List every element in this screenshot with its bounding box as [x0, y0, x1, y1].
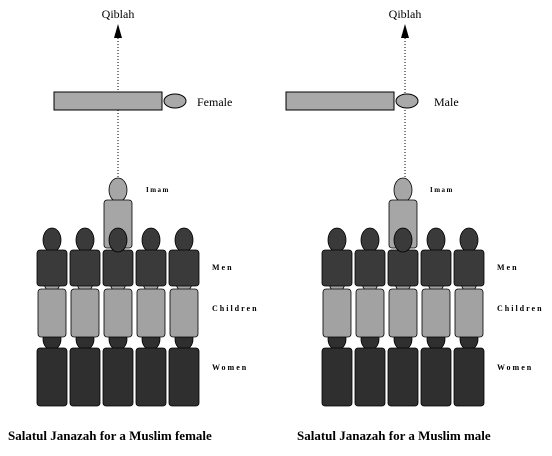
man-head — [75, 227, 95, 253]
child-body — [103, 288, 133, 338]
child-body — [136, 288, 166, 338]
man-body — [36, 249, 68, 287]
child-body — [169, 288, 199, 338]
imam-head — [108, 177, 128, 203]
child-body — [421, 288, 451, 338]
imam-label: Imam — [430, 186, 454, 194]
woman-body — [321, 347, 353, 407]
body-bier — [285, 91, 395, 111]
woman-body — [168, 347, 200, 407]
women-row-label: Women — [212, 363, 248, 372]
man-body — [387, 249, 419, 287]
child-body — [388, 288, 418, 338]
woman-body — [69, 347, 101, 407]
men-row-label: Men — [497, 263, 519, 272]
man-head — [42, 227, 62, 253]
body-bier — [53, 91, 163, 111]
woman-body — [102, 347, 134, 407]
man-body — [321, 249, 353, 287]
children-row-label: Children — [497, 304, 544, 313]
imam-head — [393, 177, 413, 203]
gender-label: Male — [434, 95, 459, 109]
worshipper-figures — [321, 177, 485, 407]
man-head — [174, 227, 194, 253]
man-body — [102, 249, 134, 287]
gender-label: Female — [197, 95, 232, 109]
child-body — [37, 288, 67, 338]
man-head — [393, 227, 413, 253]
woman-body — [387, 347, 419, 407]
man-body — [168, 249, 200, 287]
imam-label: Imam — [146, 186, 170, 194]
panel-male: Qiblah Male Imam Men Children Women — [285, 7, 544, 407]
worshipper-figures — [36, 177, 200, 407]
man-head — [360, 227, 380, 253]
woman-body — [420, 347, 452, 407]
man-body — [135, 249, 167, 287]
man-body — [69, 249, 101, 287]
child-body — [355, 288, 385, 338]
body-head — [163, 93, 187, 109]
qiblah-arrow-icon — [114, 24, 122, 38]
women-row-label: Women — [497, 363, 533, 372]
body-head — [395, 93, 419, 109]
caption-male: Salatul Janazah for a Muslim male — [297, 428, 491, 443]
man-body — [354, 249, 386, 287]
man-head — [108, 227, 128, 253]
child-body — [322, 288, 352, 338]
man-body — [453, 249, 485, 287]
man-head — [141, 227, 161, 253]
qiblah-label: Qiblah — [389, 7, 422, 21]
man-head — [426, 227, 446, 253]
woman-body — [135, 347, 167, 407]
child-body — [70, 288, 100, 338]
child-body — [454, 288, 484, 338]
man-head — [327, 227, 347, 253]
qiblah-arrow-icon — [401, 24, 409, 38]
qiblah-label: Qiblah — [102, 7, 135, 21]
woman-body — [36, 347, 68, 407]
children-row-label: Children — [212, 304, 259, 313]
woman-body — [354, 347, 386, 407]
men-row-label: Men — [212, 263, 234, 272]
caption-female: Salatul Janazah for a Muslim female — [8, 428, 212, 443]
woman-body — [453, 347, 485, 407]
man-head — [459, 227, 479, 253]
panel-female: Qiblah Female Imam Men Children Women — [36, 7, 259, 407]
man-body — [420, 249, 452, 287]
